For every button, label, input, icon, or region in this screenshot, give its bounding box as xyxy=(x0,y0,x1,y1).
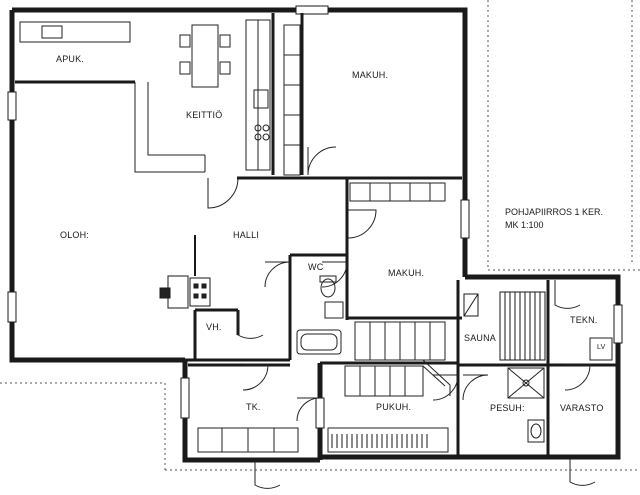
washroom-fixtures xyxy=(507,367,545,443)
room-label-lv: LV xyxy=(597,344,606,351)
kitchen-counters xyxy=(19,19,271,173)
sauna-bench xyxy=(463,291,546,361)
room-label-halli: HALLI xyxy=(233,230,260,240)
title-block: POHJAPIIRROS 1 KER. MK 1:100 xyxy=(505,206,603,232)
pukuh-bench xyxy=(331,434,428,448)
title-line-2: MK 1:100 xyxy=(505,220,544,230)
title-line-1: POHJAPIIRROS 1 KER. xyxy=(505,207,604,217)
site-boundary xyxy=(0,0,640,471)
room-label-wc: WC xyxy=(308,262,324,272)
room-label-tekn: TEKN. xyxy=(570,315,598,325)
room-label-tk: TK. xyxy=(246,402,261,412)
room-label-makuh-2: MAKUH. xyxy=(388,268,425,278)
room-label-varasto: VARASTO xyxy=(560,403,604,413)
room-label-sauna: SAUNA xyxy=(464,333,497,343)
wc-fixtures xyxy=(296,275,344,355)
room-label-oloh: OLOH: xyxy=(60,230,90,240)
wardrobes xyxy=(197,24,449,453)
exterior-walls xyxy=(9,7,621,463)
room-label-pesuh: PESUH: xyxy=(490,403,525,413)
stairs xyxy=(344,321,451,397)
room-label-keittio: KEITTIÖ xyxy=(186,110,223,120)
dining-table xyxy=(179,24,231,88)
tekn-equipment xyxy=(589,337,613,361)
room-label-apuk: APUK. xyxy=(56,54,85,64)
doors xyxy=(207,146,596,489)
room-label-vh: VH. xyxy=(206,322,222,332)
interior-walls xyxy=(15,13,616,455)
room-label-makuh-1: MAKUH. xyxy=(352,70,389,80)
room-label-pukuh: PUKUH. xyxy=(376,402,412,412)
fireplace xyxy=(159,235,211,309)
windows xyxy=(7,5,623,429)
